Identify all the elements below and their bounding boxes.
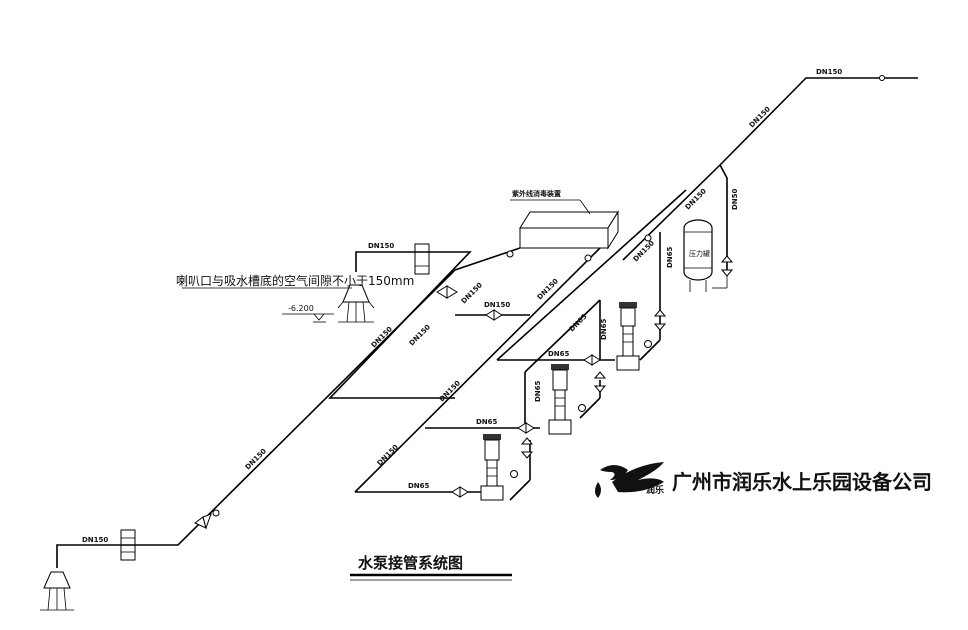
union-icon <box>879 75 885 81</box>
bellmouth-lower <box>40 571 74 611</box>
pipe-label: DN65 <box>534 380 542 402</box>
pump-2 <box>548 364 572 435</box>
union-icon <box>212 509 220 517</box>
valve-icon <box>720 255 734 277</box>
title-text: 水泵接管系统图 <box>358 554 463 572</box>
valves <box>194 75 885 530</box>
pipe-label: DN65 <box>568 313 589 334</box>
pipe-label: DN150 <box>460 281 484 305</box>
valve-icon <box>517 422 535 434</box>
tank-label: 压力罐 <box>689 249 710 258</box>
pipe-label: DN150 <box>370 325 394 349</box>
drawing-title: 水泵接管系统图 <box>350 554 512 581</box>
valve-icon <box>436 285 458 299</box>
flex-joint-top <box>414 243 430 275</box>
valve-icon <box>451 486 469 498</box>
pipe-label: DN65 <box>548 350 570 358</box>
pump-header-diagonal <box>524 299 601 373</box>
pipe-label: DN150 <box>816 68 842 76</box>
pump-1 <box>616 302 640 371</box>
gauge-icon <box>578 404 586 412</box>
riser-link-4 <box>579 397 601 419</box>
pipe-label: DN65 <box>600 318 608 340</box>
union-icon <box>584 254 592 262</box>
pipe-label: DN150 <box>408 323 432 347</box>
pipe-label: DN150 <box>368 242 394 250</box>
elevation-marker: -6.200 <box>282 304 334 323</box>
valve-icon <box>194 513 212 530</box>
pipe-label: DN65 <box>476 418 498 426</box>
valve-icon <box>485 309 503 321</box>
pipe-label: DN65 <box>408 482 430 490</box>
flex-joint-bottom <box>120 529 136 561</box>
uv-label: 紫外线消毒装置 <box>512 189 561 198</box>
pipe-label: DN50 <box>731 188 739 210</box>
upper-suction-pipe <box>328 251 472 399</box>
discharge-main-pipe <box>622 77 918 261</box>
riser-pipe <box>496 189 687 361</box>
valve-icon <box>653 309 667 331</box>
valve-icon <box>520 437 534 459</box>
pipe-label: DN65 <box>666 246 674 268</box>
pipe-label: DN150 <box>748 105 772 129</box>
union-icon <box>506 250 514 258</box>
pipe-label: DN150 <box>82 536 108 544</box>
pressure-tank: 压力罐 <box>683 219 728 292</box>
pipe-label: DN150 <box>438 379 462 403</box>
union-icon <box>644 234 652 242</box>
return-diagonal-pipe <box>354 247 601 493</box>
pipe-label: DN150 <box>376 443 400 467</box>
air-gap-note-text: 喇叭口与吸水槽底的空气间隙不小于150mm <box>176 273 414 288</box>
long-suction-pipe <box>56 247 521 568</box>
riser-link-5 <box>509 479 531 501</box>
riser-link-3 <box>639 339 661 361</box>
logo-text: 润乐 <box>646 484 664 496</box>
gauge-icon <box>644 340 652 348</box>
pipe-label: DN150 <box>536 277 560 301</box>
valve-icon <box>583 354 601 366</box>
pipe-label: DN150 <box>632 239 656 263</box>
pipe-label: DN150 <box>684 187 708 211</box>
company-name: 广州市润乐水上乐园设备公司 <box>672 470 932 494</box>
pump-3 <box>480 434 504 501</box>
valve-icon <box>593 371 607 393</box>
tank-branch-pipe <box>719 164 728 270</box>
bellmouth-upper <box>337 284 375 323</box>
air-gap-note: 喇叭口与吸水槽底的空气间隙不小于150mm <box>176 273 414 289</box>
company-logo: 润乐 <box>595 462 664 498</box>
gauge-icon <box>510 470 518 478</box>
pipe-label: DN150 <box>484 301 510 309</box>
uv-sterilizer: 紫外线消毒装置 <box>510 189 619 250</box>
main-pipes <box>56 77 918 568</box>
elevation-label: -6.200 <box>288 304 314 313</box>
